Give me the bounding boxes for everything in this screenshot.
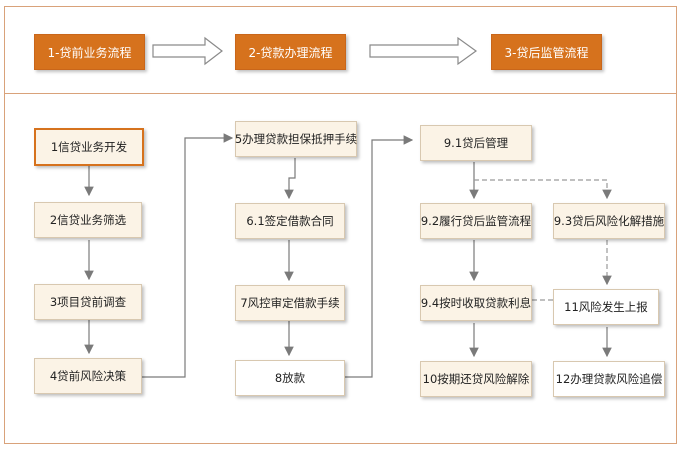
node-repayment-risk-released: 10按期还贷风险解除 [420,361,532,397]
node-collect-interest: 9.4按时收取贷款利息 [420,285,532,321]
node-disburse-loan: 8放款 [235,360,345,396]
node-sign-loan-contract: 6.1签定借款合同 [235,203,345,239]
stage-arrow-2 [369,36,478,66]
node-pre-loan-risk-decision: 4贷前风险决策 [34,358,142,394]
node-credit-business-development: 1信贷业务开发 [34,128,144,166]
stage-loan-processing: 2-贷款办理流程 [235,34,346,70]
stage-post-loan: 3-贷后监管流程 [491,34,602,70]
stage-arrow-1 [152,36,223,66]
node-post-loan-management: 9.1贷后管理 [420,125,532,161]
body-frame [4,93,677,444]
node-post-loan-supervision: 9.2履行贷后监管流程 [420,203,532,239]
node-guarantee-mortgage-procedures: 5办理贷款担保抵押手续 [235,121,357,157]
node-risk-recovery: 12办理贷款风险追偿 [553,361,665,397]
node-risk-control-review: 7风控审定借款手续 [235,285,345,321]
node-post-loan-risk-mitigation: 9.3贷后风险化解措施 [553,203,665,239]
node-risk-report: 11风险发生上报 [553,289,659,325]
node-credit-business-screening: 2信贷业务筛选 [34,202,142,238]
stage-pre-loan: 1-贷前业务流程 [34,34,145,70]
node-pre-loan-investigation: 3项目贷前调查 [34,284,142,320]
